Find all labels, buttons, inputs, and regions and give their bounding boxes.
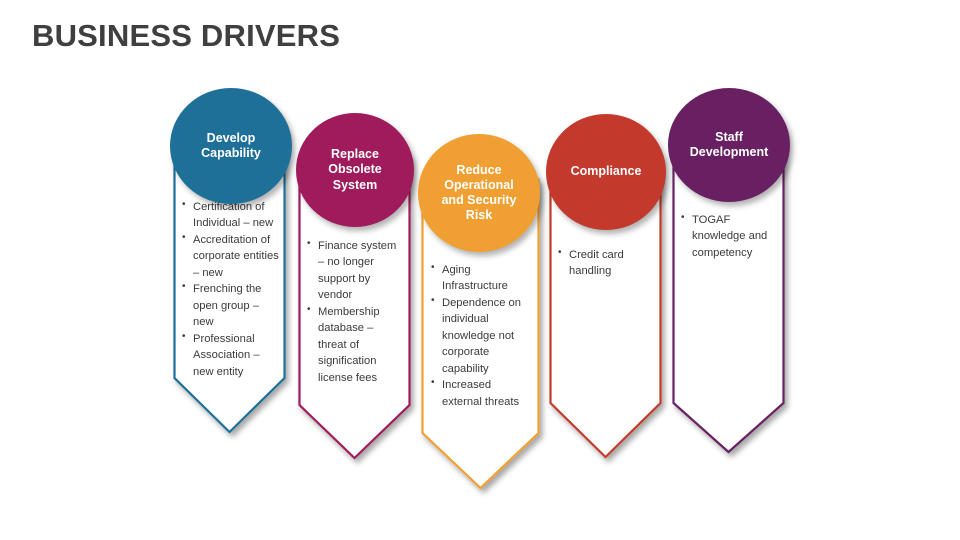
banner-staff-development[interactable]: TOGAF knowledge and competency [672,130,785,454]
circle-header-compliance[interactable]: Compliance [546,114,666,230]
list-item: Finance system – no longer support by ve… [307,237,405,304]
circle-label: Replace Obsolete System [328,147,382,192]
list-item: Increased external threats [431,376,534,410]
circle-label: Staff Development [689,129,769,159]
bullet-list-compliance: Credit card handling [558,246,656,280]
bullet-list-staff-development: TOGAF knowledge and competency [681,211,779,261]
list-item: Frenching the open group – new [182,280,280,330]
circle-label: Reduce Operational and Security Risk [441,162,517,223]
list-item: Aging Infrastructure [431,261,534,295]
bullet-list-replace-obsolete-system: Finance system – no longer support by ve… [307,237,405,386]
circle-label: Compliance [570,164,642,179]
banner-reduce-operational-and-security-risk[interactable]: Aging Infrastructure Dependence on indiv… [421,178,540,508]
bullet-list-develop-capability: Certification of Individual – new Accred… [182,198,280,380]
list-item: TOGAF knowledge and competency [681,211,779,261]
bullet-list-reduce-operational-and-security-risk: Aging Infrastructure Dependence on indiv… [431,261,534,410]
list-item: Dependence on individual knowledge not c… [431,294,534,377]
list-item: Membership database – threat of signific… [307,303,405,386]
list-item: Certification of Individual – new [182,198,280,232]
circle-header-staff-development[interactable]: Staff Development [668,88,790,202]
banner-replace-obsolete-system[interactable]: Finance system – no longer support by ve… [298,155,411,475]
circle-label: Develop Capability [201,130,261,160]
list-item: Professional Association – new entity [182,330,280,380]
page-title: BUSINESS DRIVERS [32,18,341,53]
banner-develop-capability[interactable]: Certification of Individual – new Accred… [173,130,286,450]
list-item: Credit card handling [558,246,656,280]
circle-header-replace-obsolete-system[interactable]: Replace Obsolete System [296,113,414,227]
list-item: Accreditation of corporate entities – ne… [182,231,280,281]
circle-header-develop-capability[interactable]: Develop Capability [170,88,292,204]
circle-header-reduce-operational-and-security-risk[interactable]: Reduce Operational and Security Risk [418,134,540,252]
